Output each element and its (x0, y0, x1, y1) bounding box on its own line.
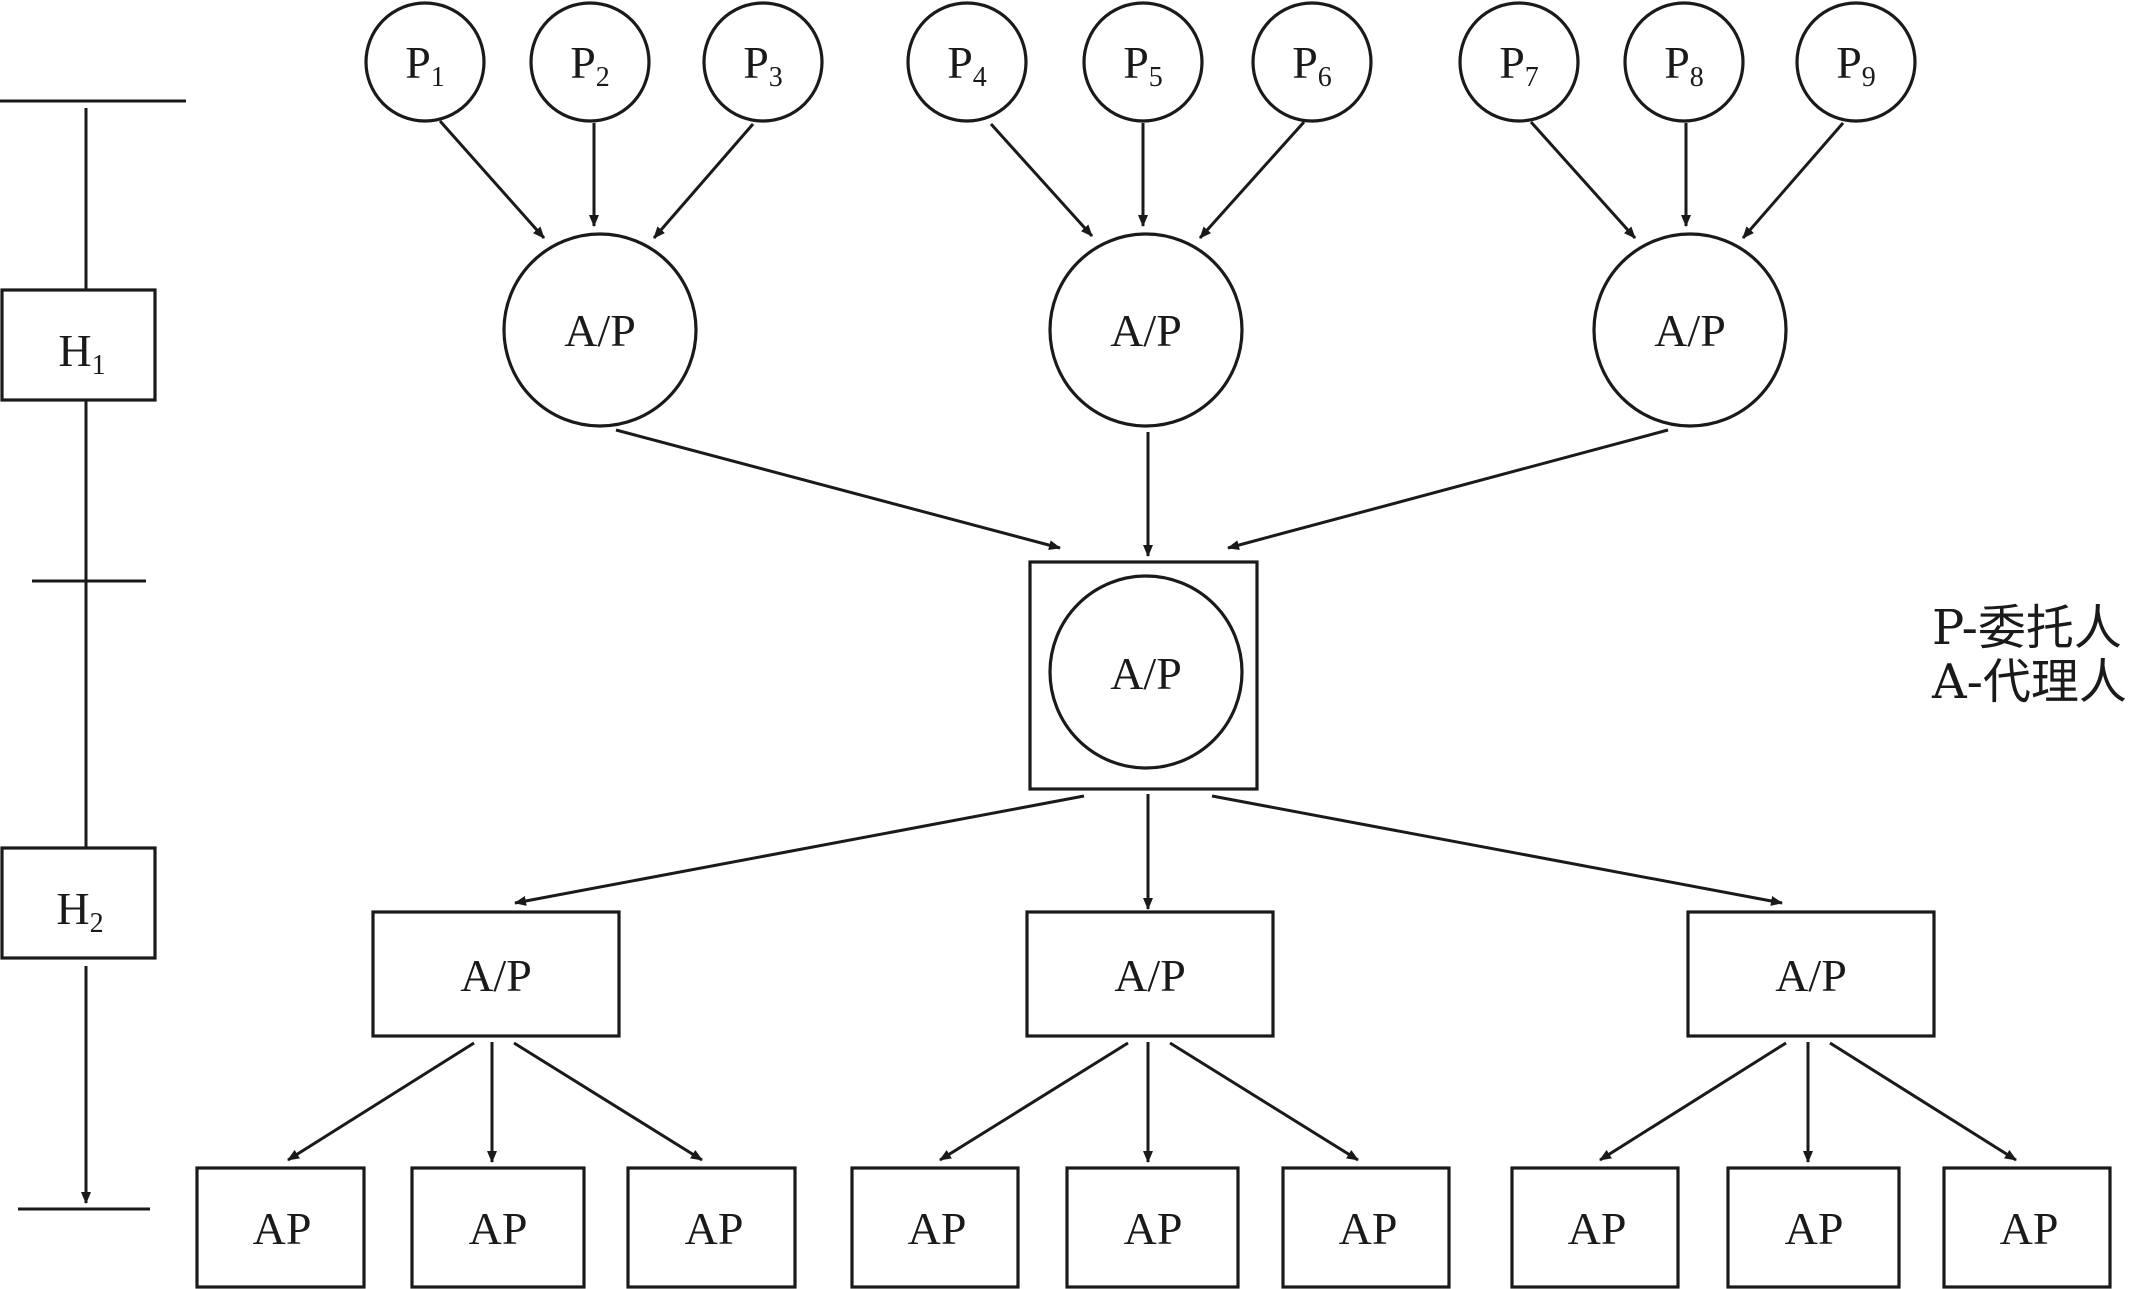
svg-text:AP: AP (685, 1203, 744, 1254)
arrow (1227, 428, 1669, 550)
arrow (514, 794, 1085, 906)
principal-node: P3 (702, 1, 824, 123)
leaf-box: AP (1726, 1166, 1901, 1289)
agent-principal-node: A/P (1048, 232, 1244, 428)
svg-text:A/P: A/P (1775, 950, 1847, 1001)
arrow (1599, 1041, 1787, 1162)
svg-text:A/P: A/P (1654, 305, 1726, 356)
lower-row: A/P A/P A/P (371, 910, 1936, 1038)
arrow (652, 123, 755, 239)
principal-node: P6 (1251, 1, 1373, 123)
arrow (1211, 794, 1783, 906)
arrow (1198, 120, 1306, 240)
svg-text:P2: P2 (570, 37, 610, 93)
arrow (939, 1041, 1129, 1162)
leaf-box: AP (1942, 1166, 2112, 1289)
svg-text:A/P: A/P (460, 950, 532, 1001)
leaf-box: AP (1065, 1166, 1240, 1289)
svg-text:A/P: A/P (1110, 305, 1182, 356)
svg-text:A/P: A/P (1110, 648, 1182, 699)
legend: P-委托人 A-代理人 (1931, 600, 2127, 710)
svg-text:P8: P8 (1664, 37, 1704, 93)
svg-text:AP: AP (908, 1203, 967, 1254)
arrow (1169, 1041, 1359, 1162)
legend-principal: P-委托人 (1932, 600, 2122, 656)
h1-box (0, 288, 157, 402)
svg-text:AP: AP (469, 1203, 528, 1254)
leaf-box: AP (1510, 1166, 1680, 1289)
principal-node: P5 (1082, 1, 1204, 123)
arrow (989, 122, 1094, 238)
principal-node: P4 (906, 1, 1028, 123)
svg-text:A/P: A/P (564, 305, 636, 356)
svg-text:AP: AP (1785, 1203, 1844, 1254)
agent-principal-box: A/P (1025, 910, 1275, 1038)
principals-row: P1 P2 P3 P4 P5 P6 P7 P8 (364, 1, 1917, 123)
timeline: H1 H2 (0, 99, 186, 1211)
arrow (1529, 120, 1637, 240)
principal-node: P1 (364, 1, 486, 123)
principal-node: P2 (529, 1, 651, 123)
svg-text:P1: P1 (405, 37, 445, 93)
leaf-box: AP (626, 1166, 797, 1289)
leaf-row: AP AP AP AP AP AP AP AP (195, 1166, 2112, 1289)
svg-text:A/P: A/P (1114, 950, 1186, 1001)
svg-text:P6: P6 (1292, 37, 1332, 93)
agent-principal-node: A/P (1592, 232, 1788, 428)
leaf-box: AP (1281, 1166, 1451, 1289)
arrow (1829, 1041, 2017, 1162)
agent-principal-node: A/P (502, 232, 698, 428)
svg-text:AP: AP (1568, 1203, 1627, 1254)
leaf-box: AP (850, 1166, 1020, 1289)
arrow (287, 1041, 475, 1162)
svg-text:P5: P5 (1123, 37, 1163, 93)
leaf-box: AP (195, 1166, 366, 1289)
legend-agent: A-代理人 (1931, 654, 2127, 710)
leaf-arrows (287, 1041, 2017, 1163)
svg-text:AP: AP (253, 1203, 312, 1254)
agent-principal-box: A/P (1686, 910, 1936, 1038)
svg-text:P9: P9 (1836, 37, 1876, 93)
svg-text:P4: P4 (947, 37, 987, 93)
arrow (615, 428, 1061, 551)
svg-text:AP: AP (2000, 1203, 2059, 1254)
svg-text:P7: P7 (1499, 37, 1539, 93)
central-arrows (514, 794, 1783, 910)
middle-arrows (615, 428, 1669, 557)
svg-text:P3: P3 (743, 37, 783, 93)
h1-label: H1 (58, 325, 105, 381)
middle-row: A/P A/P A/P (502, 232, 1788, 428)
central-node: A/P (1028, 560, 1259, 791)
principal-node: P8 (1623, 1, 1745, 123)
h2-box (0, 846, 157, 960)
agent-principal-box: A/P (371, 910, 621, 1038)
principal-node: P9 (1795, 1, 1917, 123)
arrow (438, 120, 546, 239)
arrow (513, 1041, 703, 1162)
principal-arrows (438, 120, 1845, 240)
leaf-box: AP (410, 1166, 586, 1289)
svg-text:AP: AP (1124, 1203, 1183, 1254)
principal-node: P7 (1458, 1, 1580, 123)
arrow (1741, 122, 1845, 239)
svg-text:AP: AP (1339, 1203, 1398, 1254)
h2-label: H2 (56, 883, 103, 939)
